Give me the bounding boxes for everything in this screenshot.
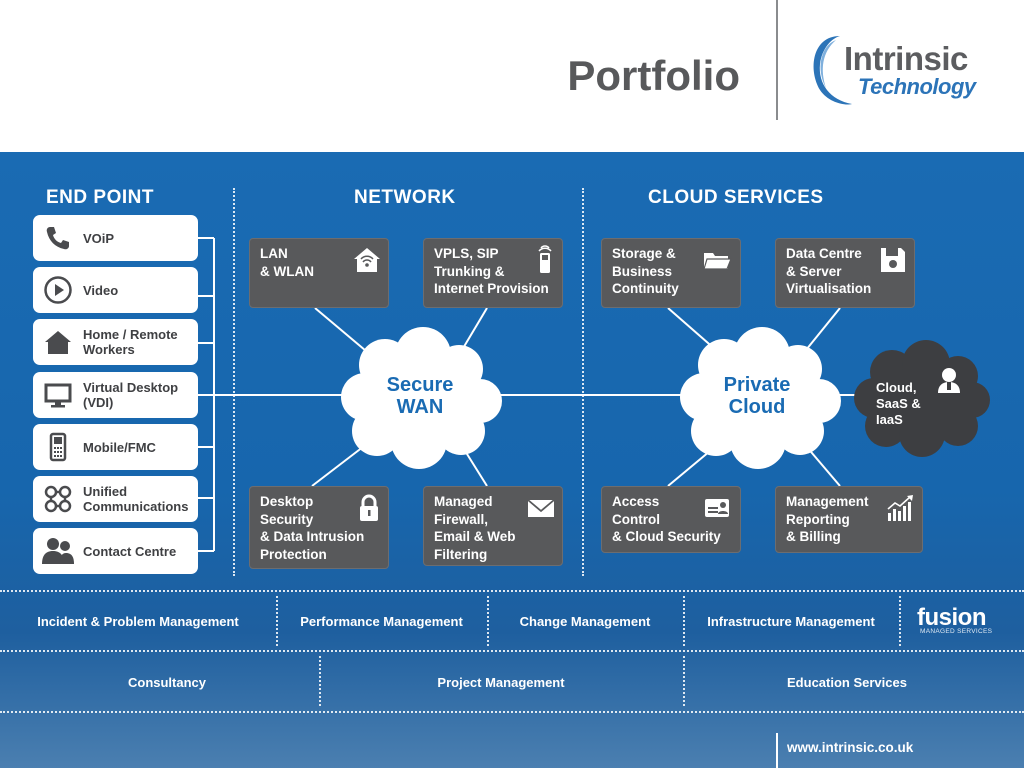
footer-divider: [776, 733, 778, 768]
box-desktop-security: Desktop Security & Data Intrusion Protec…: [249, 486, 389, 569]
secure-wan-cloud: [341, 327, 502, 469]
band-cell-divider: [899, 596, 901, 646]
endpoint-label: Virtual Desktop (VDI): [83, 380, 179, 410]
band-divider: [0, 650, 1024, 652]
wireless-house-icon: [354, 248, 380, 272]
box-label: Data Centre & Server Virtualisation: [786, 246, 872, 296]
service-incident-problem: Incident & Problem Management: [37, 614, 239, 629]
section-end-point: END POINT: [46, 187, 154, 208]
logo-line1: Intrinsic: [844, 40, 968, 77]
box-label: Access Control & Cloud Security: [612, 494, 721, 544]
box-managed-firewall: Managed Firewall, Email & Web Filtering: [423, 486, 563, 566]
people-icon: [41, 534, 75, 568]
band-divider: [0, 711, 1024, 713]
logo-swoosh-icon: [813, 36, 852, 105]
box-label: Storage & Business Continuity: [612, 246, 679, 296]
box-vpls-sip: VPLS, SIP Trunking & Internet Provision: [423, 238, 563, 308]
box-label: Management Reporting & Billing: [786, 494, 869, 544]
cloud-user-icon: [938, 368, 960, 393]
logo-line2: Technology: [858, 74, 976, 99]
id-card-icon: [705, 499, 729, 517]
box-access-control: Access Control & Cloud Security: [601, 486, 741, 553]
endpoint-video: Video: [33, 267, 198, 313]
mobile-signal-icon: [538, 245, 552, 273]
endpoint-virtual-desktop: Virtual Desktop (VDI): [33, 372, 198, 418]
website-url[interactable]: www.intrinsic.co.uk: [787, 740, 914, 755]
service-education: Education Services: [787, 675, 907, 690]
endpoint-contact-centre: Contact Centre: [33, 528, 198, 574]
house-icon: [41, 325, 75, 359]
envelope-icon: [527, 499, 555, 517]
saas-iaas-label: Cloud, SaaS & IaaS: [876, 380, 921, 427]
box-storage-continuity: Storage & Business Continuity: [601, 238, 741, 308]
service-infrastructure: Infrastructure Management: [707, 614, 875, 629]
endpoint-voip: VOiP: [33, 215, 198, 261]
band-divider: [0, 590, 1024, 592]
section-divider: [233, 188, 235, 576]
folder-icon: [703, 253, 732, 270]
endpoint-label: Unified Communications: [83, 484, 189, 514]
padlock-icon: [360, 494, 378, 521]
secure-wan-label: Secure WAN: [386, 374, 454, 418]
box-management-reporting: Management Reporting & Billing: [775, 486, 923, 553]
box-lan-wlan: LAN & WLAN: [249, 238, 389, 308]
box-label: Desktop Security & Data Intrusion Protec…: [260, 494, 365, 562]
intrinsic-technology-logo: Intrinsic Technology: [806, 30, 996, 110]
header: Portfolio Intrinsic Technology: [0, 0, 1024, 152]
box-label: LAN & WLAN: [260, 246, 314, 279]
band-cell-divider: [487, 596, 489, 646]
band-cell-divider: [683, 596, 685, 646]
section-network: NETWORK: [354, 187, 456, 208]
private-cloud-label: Private Cloud: [723, 374, 791, 418]
service-change: Change Management: [519, 614, 651, 629]
bar-chart-icon: [887, 495, 913, 521]
box-data-centre: Data Centre & Server Virtualisation: [775, 238, 915, 308]
band-cell-divider: [683, 656, 685, 706]
endpoint-label: Video: [83, 282, 119, 298]
fusion-logo: fusion MANAGED SERVICES: [914, 604, 994, 640]
endpoint-label: Home / Remote Workers: [83, 327, 178, 357]
fusion-word: fusion: [917, 604, 987, 631]
private-cloud: [680, 327, 841, 469]
band-cell-divider: [276, 596, 278, 646]
endpoint-home-remote-workers: Home / Remote Workers: [33, 319, 198, 365]
service-project-management: Project Management: [437, 675, 565, 690]
service-performance: Performance Management: [300, 614, 463, 629]
box-label: Managed Firewall, Email & Web Filtering: [434, 494, 516, 562]
mobile-phone-icon: [41, 430, 75, 464]
page-title: Portfolio: [567, 52, 740, 99]
endpoint-unified-communications: Unified Communications: [33, 476, 198, 522]
endpoint-label: Mobile/FMC: [83, 439, 156, 455]
fusion-sub: MANAGED SERVICES: [920, 628, 993, 635]
section-cloud-services: CLOUD SERVICES: [648, 187, 824, 208]
floppy-disk-icon: [881, 248, 905, 272]
endpoint-label: Contact Centre: [83, 543, 177, 559]
box-label: VPLS, SIP Trunking & Internet Provision: [434, 246, 549, 296]
endpoint-label: VOiP: [83, 230, 115, 246]
saas-iaas-cloud: [854, 340, 990, 457]
header-divider: [776, 0, 778, 120]
section-divider: [582, 188, 584, 576]
phone-icon: [41, 221, 75, 255]
service-consultancy: Consultancy: [127, 675, 206, 690]
endpoint-mobile-fmc: Mobile/FMC: [33, 424, 198, 470]
play-icon: [41, 273, 75, 307]
monitor-icon: [41, 378, 75, 412]
band-cell-divider: [319, 656, 321, 706]
network-nodes-icon: [41, 482, 75, 516]
